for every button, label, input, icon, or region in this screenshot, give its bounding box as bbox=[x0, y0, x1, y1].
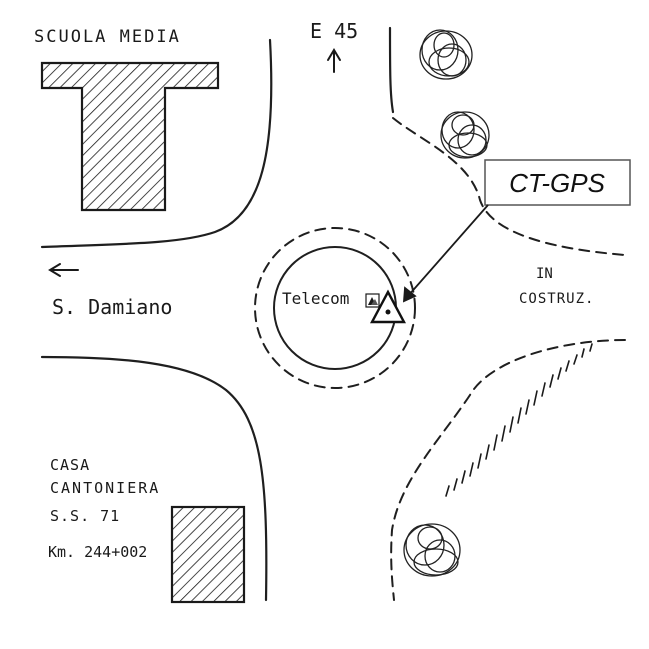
road-edge-southwest bbox=[40, 355, 268, 602]
road-edge-northeast-dashed bbox=[392, 117, 626, 256]
triangle-marker-icon bbox=[370, 289, 406, 324]
road-edge-northwest bbox=[40, 38, 273, 249]
roundabout-outer-ring bbox=[254, 227, 416, 389]
house-label-line4: Km. 244+002 bbox=[48, 543, 147, 561]
road-edge-northeast bbox=[388, 26, 395, 114]
highway-label: E 45 bbox=[310, 19, 358, 43]
school-building bbox=[40, 61, 220, 212]
school-label: SCUOLA MEDIA bbox=[34, 27, 181, 47]
roundabout-center-label: Telecom bbox=[282, 289, 349, 308]
road-edge-southeast-dashed bbox=[390, 339, 626, 601]
arrow-up-icon bbox=[327, 48, 341, 73]
marker-point bbox=[385, 309, 391, 315]
station-callout-label: CT-GPS bbox=[509, 168, 605, 198]
tree-icon bbox=[403, 523, 461, 577]
construction-label-line1: IN bbox=[536, 266, 553, 282]
house-label-line1: CASA bbox=[50, 456, 90, 474]
house-label-line3: S.S. 71 bbox=[50, 507, 120, 525]
telecom-logo-icon bbox=[365, 293, 380, 308]
house-label-line2: CANTONIERA bbox=[50, 479, 160, 497]
construction-embankment-marks bbox=[445, 343, 593, 497]
arrow-left-icon bbox=[48, 263, 79, 277]
construction-label-line2: COSTRUZ. bbox=[519, 291, 594, 307]
west-direction-label: S. Damiano bbox=[52, 295, 172, 319]
road-house-building bbox=[170, 505, 246, 604]
callout-pointer-arrow bbox=[402, 204, 489, 303]
station-callout-box bbox=[484, 159, 631, 206]
tree-icon bbox=[440, 111, 490, 159]
tree-icon bbox=[419, 29, 473, 80]
